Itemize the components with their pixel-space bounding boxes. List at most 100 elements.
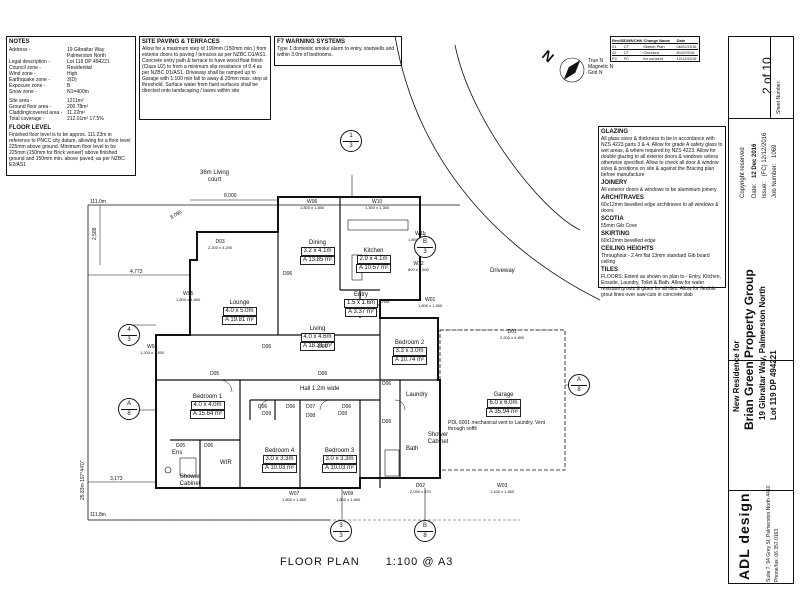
notes-row: Ground floor area -200.78m² xyxy=(9,104,133,110)
joinery-text: All exterior doors & windows to be alumi… xyxy=(601,187,717,193)
scotia-text: 55mm Gib Cove xyxy=(601,223,638,229)
notes-value: 200.78m² xyxy=(67,104,89,110)
notes-row: Legal description -Lot 119 DP 494221 xyxy=(9,59,133,65)
bedroom4-dim: 3.0 x 3.3m xyxy=(262,455,297,464)
window-id: W12 xyxy=(413,261,424,267)
revision-cell: FC xyxy=(612,56,618,61)
bedroom3-area: A 10.03 m² xyxy=(322,464,358,473)
notes-key: Address - xyxy=(9,47,31,53)
notes-row: Address -19 Gibraltar Way xyxy=(9,47,133,53)
kitchen-bench xyxy=(347,219,409,231)
window-id: W04 xyxy=(146,344,158,350)
shower-ens xyxy=(179,457,197,477)
living-court-name: 36m Living xyxy=(200,170,230,176)
window-size: 1,800 x 1,800 xyxy=(176,297,201,302)
door-label: D06 xyxy=(382,381,392,387)
room-garage: Garage 6.0 x 6.0m A 35.94 m² xyxy=(486,392,522,417)
door-label: D06 xyxy=(382,419,392,425)
door-label: D06 xyxy=(283,271,293,277)
bedroom1-dim: 4.0 x 4.0m xyxy=(190,401,225,410)
revision-cell: 06/02/2016 xyxy=(676,44,697,49)
window-id: W10 xyxy=(371,199,383,205)
window-id: D01 xyxy=(507,329,517,335)
marker-divider xyxy=(121,335,137,336)
marker-top: 3 xyxy=(339,523,343,529)
revision-cell: FC xyxy=(623,56,630,61)
glazing-heading: GLAZING xyxy=(601,129,628,135)
revision-cell: 8/12/2016 xyxy=(676,50,695,55)
architraves-text: 60x12mm bevelled edge architraves to all… xyxy=(601,202,719,214)
revision-cell: DWN xyxy=(624,38,634,43)
bath-tub xyxy=(384,449,400,477)
pdl-note: PDL 6001 mechanical vent to Laundry. Ven… xyxy=(448,420,546,432)
window-id: D02 xyxy=(415,483,426,489)
site-paving-heading: SITE PAVING & TERRACES xyxy=(142,39,220,45)
notes-key: Earthquake zone - xyxy=(9,77,50,83)
room-dining: Dining 3.2 x 4.1m A 13.85 m² xyxy=(300,240,336,265)
marker-bottom: 8 xyxy=(423,533,427,539)
dining-name: Dining xyxy=(309,240,327,246)
boundary-bottom: 111.8m xyxy=(90,512,106,518)
door-label: D06 xyxy=(262,344,272,350)
door-label: D06 xyxy=(318,344,328,350)
revision-cell: 02 xyxy=(612,50,617,55)
revision-cell: Checked xyxy=(643,50,660,55)
f7-box: F7 WARNING SYSTEMS Type 1 domestic smoke… xyxy=(274,36,402,66)
notes-value: 3(D) xyxy=(67,77,77,83)
notes-row: Council zone -Residential xyxy=(9,65,133,71)
marker-bottom: 3 xyxy=(349,143,353,149)
notes-row: Cladding/covered area -11.22m² xyxy=(9,110,133,116)
notes-value: 11.22m² xyxy=(67,110,85,116)
room-wir: WIR xyxy=(220,460,232,466)
spec-box: GLAZING All glass sizes & thickness to b… xyxy=(598,126,726,298)
door-label: D09 xyxy=(338,411,348,417)
room-bedroom2: Bedroom 2 3.3 x 3.0m A 10.74 m² xyxy=(392,340,428,365)
revision-cell: for consent xyxy=(643,56,664,61)
tiles-text: FLOORS: Extent as shown on plan to - Ent… xyxy=(601,274,721,298)
bedroom2-area: A 10.74 m² xyxy=(392,356,428,365)
internal-walls xyxy=(156,197,440,488)
notes-key: Council zone - xyxy=(9,65,41,71)
room-laundry: Laundry xyxy=(406,392,428,398)
compass-label: True N xyxy=(588,58,604,64)
lounge-name: Lounge xyxy=(229,300,250,306)
ceiling-text: Throughout - 2.4m flat 13mm standard Gib… xyxy=(601,253,710,265)
notes-value: Palmerston North xyxy=(67,53,106,59)
entry-area: A 3.37 m² xyxy=(345,308,377,317)
revision-cell: Change Name xyxy=(643,38,671,43)
floor-level-text: Finished floor level is to be approx. 11… xyxy=(9,132,131,168)
title-divider-3 xyxy=(728,490,794,491)
bedroom4-area: A 10.03 m² xyxy=(262,464,298,473)
marker-bottom: 8 xyxy=(127,411,131,417)
bedroom2-name: Bedroom 2 xyxy=(394,340,425,346)
room-hall: Hall 1.2m wide xyxy=(300,386,340,392)
window-size: 1,800 x 1,800 xyxy=(336,497,361,502)
bedroom1-name: Bedroom 1 xyxy=(192,394,223,400)
revision-cell: Sketch Plan xyxy=(643,44,665,49)
living-dim: 4.0 x 4.6m xyxy=(300,333,335,342)
marker-bottom: 3 xyxy=(423,249,427,255)
title-divider-1 xyxy=(728,118,794,119)
kitchen-area: A 10.57 m² xyxy=(356,264,392,273)
entry-name: Entry xyxy=(354,292,369,298)
notes-row: Site area -1211m² xyxy=(9,98,133,104)
notes-row: Exposure zone -B xyxy=(9,83,133,89)
notes-value: Lot 119 DP 494221 xyxy=(67,59,110,65)
plan-title: FLOOR PLAN 1:100 @ A3 xyxy=(280,556,453,568)
marker-bottom: 8 xyxy=(577,387,581,393)
lounge-dim: 4.0 x 5.0m xyxy=(222,307,257,316)
window-size: 1,800 x 1,800 xyxy=(282,497,307,502)
